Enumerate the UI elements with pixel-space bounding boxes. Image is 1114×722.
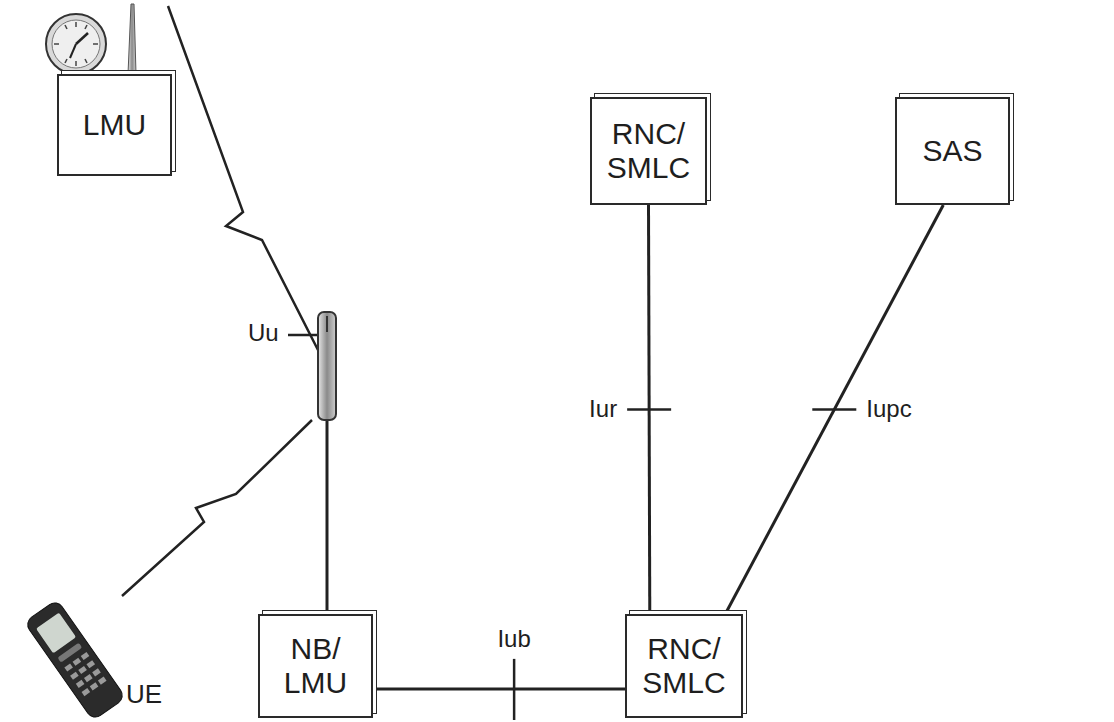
network-element-box: RNC/ SMLC bbox=[590, 97, 707, 205]
interface-tick bbox=[513, 659, 516, 720]
mobile-phone bbox=[24, 599, 126, 720]
box-label: LMU bbox=[83, 108, 146, 143]
network-element-box: NB/ LMU bbox=[258, 614, 373, 718]
box-label: SAS bbox=[922, 134, 982, 169]
network-element-box: RNC/ SMLC bbox=[625, 614, 743, 718]
interface-tick bbox=[812, 408, 856, 411]
base-station-antenna bbox=[318, 312, 336, 614]
interface-name: Iub bbox=[495, 626, 532, 652]
interface-tick bbox=[627, 408, 671, 411]
box-label: RNC/ SMLC bbox=[633, 632, 735, 701]
lmu-antenna bbox=[128, 4, 136, 74]
clock-icon bbox=[46, 14, 106, 74]
interface-name: Iur bbox=[587, 396, 619, 422]
interface-name: Uu bbox=[246, 320, 281, 346]
network-element-box: LMU bbox=[57, 74, 172, 176]
interface-line bbox=[373, 687, 625, 690]
radio-link bbox=[168, 6, 318, 350]
network-element-box: SAS bbox=[895, 97, 1010, 205]
box-label: NB/ LMU bbox=[266, 632, 365, 701]
box-label: RNC/ SMLC bbox=[598, 117, 699, 186]
interface-name: Iupc bbox=[864, 396, 913, 422]
radio-link bbox=[122, 420, 312, 596]
device-name: UE bbox=[124, 680, 164, 709]
interface-line bbox=[725, 205, 943, 614]
